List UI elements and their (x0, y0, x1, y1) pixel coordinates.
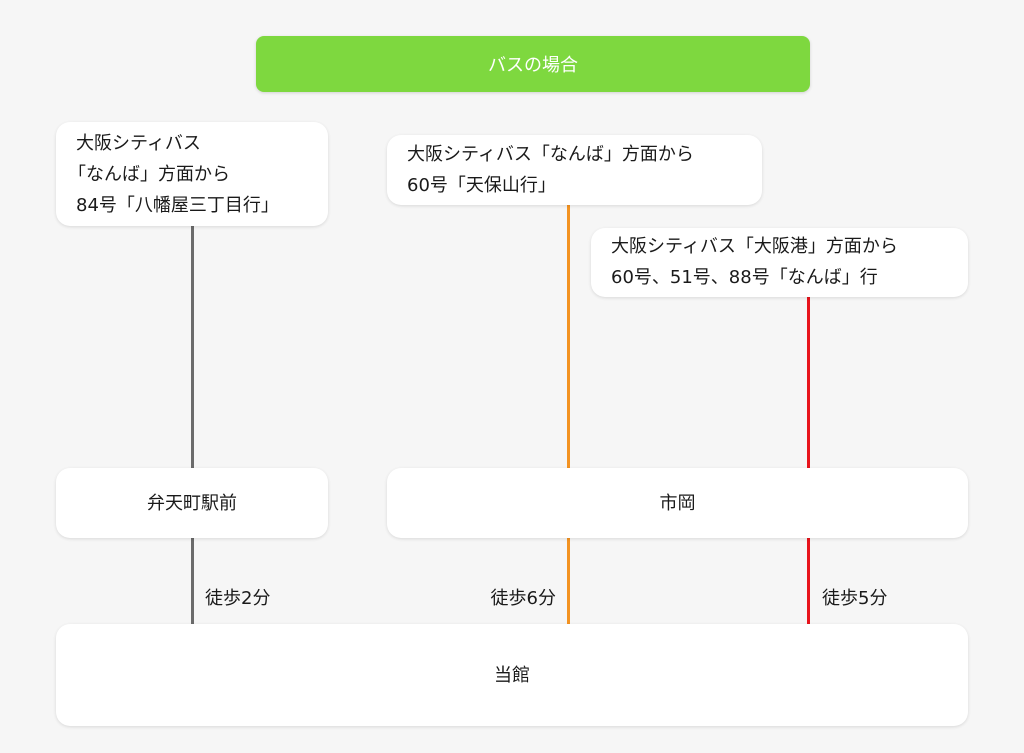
route-box-84: 大阪シティバス 「なんば」方面から 84号「八幡屋三丁目行」 (56, 122, 328, 226)
route-text-line: 大阪シティバス「大阪港」方面から (611, 236, 898, 257)
route-text-line: 60号「天保山行」 (407, 175, 556, 196)
route-text-line: 「なんば」方面から (68, 164, 230, 185)
route-box-60-tenpozan: 大阪シティバス「なんば」方面から 60号「天保山行」 (387, 135, 762, 205)
route-box-osakako: 大阪シティバス「大阪港」方面から 60号、51号、88号「なんば」行 (591, 228, 968, 297)
route-line-60-tenpozan (567, 203, 570, 626)
route-text-line: 大阪シティバス「なんば」方面から (407, 144, 694, 165)
walk-time-label: 徒歩6分 (490, 588, 556, 609)
destination-hotel: 当館 (56, 624, 968, 726)
route-text-line: 84号「八幡屋三丁目行」 (76, 195, 279, 216)
walk-time-label: 徒歩5分 (822, 588, 888, 609)
route-text-line: 大阪シティバス (76, 133, 201, 154)
walk-time-label: 徒歩2分 (205, 588, 271, 609)
route-line-osakako (807, 295, 810, 626)
route-line-84 (191, 224, 194, 626)
route-text-line: 60号、51号、88号「なんば」行 (611, 267, 878, 288)
stop-ichioka: 市岡 (387, 468, 968, 538)
stop-bentencho: 弁天町駅前 (56, 468, 328, 538)
bus-section-header: バスの場合 (256, 36, 810, 92)
